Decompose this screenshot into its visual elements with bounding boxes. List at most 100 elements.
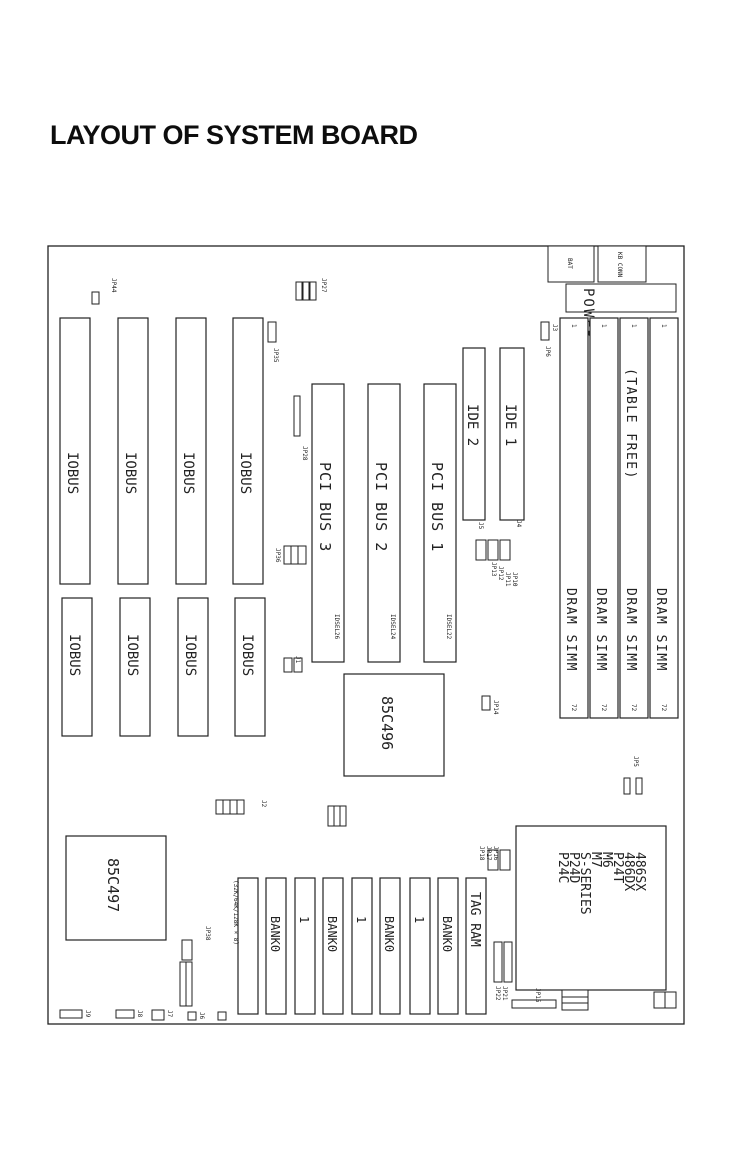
iobus-long-label-2: IOBUS bbox=[122, 452, 138, 494]
jp22-label: JP22 bbox=[494, 986, 501, 1001]
ide1-label: IDE 1 bbox=[502, 404, 518, 446]
jp14-jumper bbox=[481, 695, 491, 711]
kb-conn-label: KB CONN bbox=[616, 252, 623, 278]
ide1-jumper: J4 bbox=[515, 520, 522, 528]
cpu-line-7: P24D bbox=[566, 852, 581, 883]
j6-label: J6 bbox=[198, 1012, 205, 1020]
page-title: LAYOUT OF SYSTEM BOARD bbox=[50, 120, 418, 150]
jp5-jumper bbox=[623, 777, 631, 795]
cpu-line-8: P24C bbox=[555, 852, 570, 883]
pci-slot-1 bbox=[423, 383, 457, 663]
cache-socket-8 bbox=[237, 877, 259, 1015]
jp-mid-left: J2 bbox=[215, 799, 267, 815]
simm-pin1-3: 1 bbox=[600, 324, 607, 328]
tag-ram-socket bbox=[465, 877, 487, 1015]
j2b-jumper bbox=[217, 1011, 227, 1021]
pci-label-1: PCI BUS 1 bbox=[428, 462, 446, 552]
southbridge-label: 85C497 bbox=[104, 858, 122, 912]
jp13-label: JP13 bbox=[490, 562, 497, 577]
jp12-label: JP12 bbox=[497, 566, 504, 581]
jp38-label: JP38 bbox=[204, 926, 211, 941]
j9-jumper bbox=[59, 1009, 83, 1019]
iobus-short-label-4: IOBUS bbox=[239, 634, 255, 676]
iobus-short-label-3: IOBUS bbox=[182, 634, 198, 676]
jp27-block: JP27 bbox=[295, 278, 327, 301]
cache-socket-3 bbox=[379, 877, 401, 1015]
jp27-label: JP27 bbox=[320, 278, 327, 293]
cache-socket-1 bbox=[437, 877, 459, 1015]
simm-slot-3 bbox=[589, 317, 619, 719]
jp44-jumper bbox=[91, 291, 100, 305]
ide2-connector bbox=[462, 347, 486, 521]
pci-slot-2 bbox=[367, 383, 401, 663]
bank-label-1: BANK0 bbox=[440, 916, 454, 952]
simm-pin1-1: 1 bbox=[660, 324, 667, 328]
bat-label: BAT bbox=[566, 258, 573, 269]
ide2-jumper: J5 bbox=[477, 522, 484, 530]
pci-idsel-2: IDSEL24 bbox=[389, 614, 396, 640]
pci-label-2: PCI BUS 2 bbox=[372, 462, 390, 552]
jp-bottom-block-1 bbox=[561, 989, 589, 1011]
jp21-22-block: JP21 JP22 bbox=[493, 941, 513, 1001]
jp3-label: J3 bbox=[551, 324, 558, 332]
ide2-label: IDE 2 bbox=[464, 404, 480, 446]
cache-banks: TAG RAM BANK0 1 BANK0 1 BANK0 1 BANK0 (3… bbox=[232, 877, 487, 1015]
cache-socket-2 bbox=[409, 877, 431, 1015]
jp35-jumper bbox=[267, 321, 277, 343]
cpu-text: 486SX 486DX P24T M6 M7 S-SERIES P24D P24… bbox=[555, 852, 647, 915]
j9-label: J9 bbox=[84, 1010, 91, 1018]
iobus-long-3 bbox=[175, 317, 207, 585]
jp16-label: JP16 bbox=[492, 846, 499, 861]
simm-slot-2 bbox=[619, 317, 649, 719]
tag-ram-label: TAG RAM bbox=[467, 892, 482, 947]
ide1-connector bbox=[499, 347, 525, 521]
bat-connector bbox=[547, 245, 595, 283]
iobus-short-1 bbox=[61, 597, 93, 737]
table-free-label: (TABLE FREE) bbox=[623, 368, 638, 480]
cache-socket-4 bbox=[351, 877, 373, 1015]
simm-label-4: DRAM SIMM bbox=[563, 588, 578, 672]
cache-socket-7 bbox=[265, 877, 287, 1015]
jp18-label: JP18 bbox=[478, 846, 485, 861]
bank-label-6: 1 bbox=[297, 916, 311, 923]
iobus-long-slots: IOBUS IOBUS IOBUS IOBUS bbox=[59, 317, 264, 585]
bank-label-2: 1 bbox=[412, 916, 426, 923]
cache-socket-5 bbox=[322, 877, 344, 1015]
j7-jumper bbox=[151, 1009, 165, 1021]
jp14-label: JP14 bbox=[492, 700, 499, 715]
jp15-label: JP15 bbox=[534, 988, 541, 1003]
jp28-label: JP28 bbox=[301, 446, 308, 461]
pci-idsel-1: IDSEL22 bbox=[445, 614, 452, 640]
bank-label-5: BANK0 bbox=[325, 916, 339, 952]
iobus-long-4 bbox=[232, 317, 264, 585]
j6-jumper bbox=[187, 1011, 197, 1021]
pci-slot-3 bbox=[311, 383, 345, 663]
jp10-label: JP10 bbox=[511, 572, 518, 587]
jp17-label: JP17 bbox=[485, 846, 492, 861]
cpu-line-6: S-SERIES bbox=[577, 852, 592, 915]
j7-label: J7 bbox=[166, 1010, 173, 1018]
jp15-jumper bbox=[511, 999, 557, 1009]
cpu-line-3: P24T bbox=[610, 852, 625, 883]
jp44-label: JP44 bbox=[110, 278, 117, 293]
bank-label-4: 1 bbox=[354, 916, 368, 923]
jp28-jumper bbox=[293, 395, 301, 437]
iobus-short-2 bbox=[119, 597, 151, 737]
jp10-13-block: JP10 JP11 JP12 JP13 bbox=[475, 539, 518, 587]
simm-pin72-4: 72 bbox=[570, 704, 577, 712]
cache-socket-6 bbox=[294, 877, 316, 1015]
simm-label-2: DRAM SIMM bbox=[623, 588, 638, 672]
simm-slots: DRAM SIMM DRAM SIMM DRAM SIMM DRAM SIMM … bbox=[559, 317, 679, 719]
j8-label: J8 bbox=[136, 1010, 143, 1018]
kb-connector bbox=[597, 245, 647, 283]
simm-pin1-2: 1 bbox=[630, 324, 637, 328]
jp36-block: JP36 bbox=[274, 545, 307, 565]
simm-label-1: DRAM SIMM bbox=[653, 588, 668, 672]
iobus-long-1 bbox=[59, 317, 91, 585]
southbridge-chip bbox=[65, 835, 167, 941]
iobus-long-label-1: IOBUS bbox=[64, 452, 80, 494]
iobus-short-3 bbox=[177, 597, 209, 737]
bank-label-7: BANK0 bbox=[268, 916, 282, 952]
cpu-line-2: 486DX bbox=[621, 852, 636, 891]
